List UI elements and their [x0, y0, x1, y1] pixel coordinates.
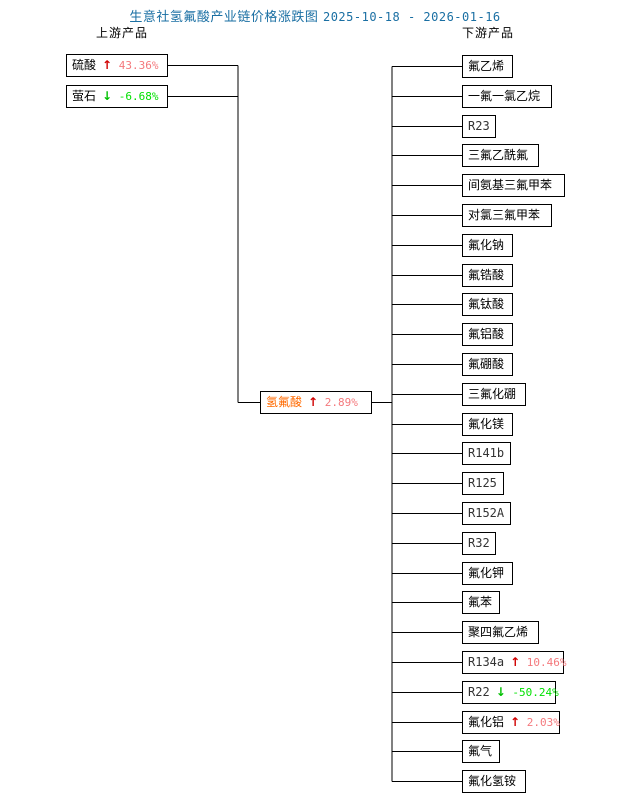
- downstream-node-10[interactable]: 氟铝酸: [462, 323, 513, 346]
- change-percent-text: -50.24%: [505, 686, 559, 699]
- downstream-node-9[interactable]: 氟钛酸: [462, 293, 513, 316]
- node-label: R152A: [468, 506, 505, 520]
- arrow-up-icon: ↑: [102, 58, 113, 72]
- node-label: 氟气: [468, 744, 493, 758]
- node-change-value: ↑ 2.03%: [510, 712, 560, 733]
- node-label: 氟乙烯: [468, 59, 505, 73]
- upstream-node-2[interactable]: 萤石 ↓ -6.68%: [66, 85, 168, 108]
- node-label: R32: [468, 536, 490, 550]
- change-percent-text: 10.46%: [520, 656, 567, 669]
- upstream-column-header: 上游产品: [96, 26, 149, 40]
- node-label: 硫酸: [72, 58, 97, 72]
- downstream-node-4[interactable]: 三氟乙酰氟: [462, 144, 539, 167]
- downstream-node-11[interactable]: 氟硼酸: [462, 353, 513, 376]
- title-date-range: 2025-10-18 - 2026-01-16: [322, 10, 501, 24]
- downstream-node-20[interactable]: 聚四氟乙烯: [462, 621, 539, 644]
- downstream-node-14[interactable]: R141b: [462, 442, 511, 465]
- downstream-node-2[interactable]: 一氟一氯乙烷: [462, 85, 552, 108]
- change-percent-text: 2.89%: [318, 396, 358, 409]
- arrow-up-icon: ↑: [308, 395, 319, 409]
- downstream-node-19[interactable]: 氟苯: [462, 591, 500, 614]
- node-label: 氟化氢铵: [468, 774, 517, 788]
- downstream-node-16[interactable]: R152A: [462, 502, 511, 525]
- node-label: 三氟乙酰氟: [468, 148, 529, 162]
- node-label: R22: [468, 685, 490, 699]
- title-text: 生意社氢氟酸产业链价格涨跌图: [129, 10, 319, 25]
- node-label: 氟钛酸: [468, 297, 505, 311]
- node-label: R141b: [468, 446, 505, 460]
- node-label: 氟锆酸: [468, 268, 505, 282]
- arrow-down-icon: ↓: [495, 685, 506, 699]
- node-label: 氟苯: [468, 595, 493, 609]
- downstream-column-header: 下游产品: [462, 26, 515, 40]
- downstream-node-8[interactable]: 氟锆酸: [462, 264, 513, 287]
- node-change-value: ↓ -6.68%: [102, 86, 158, 107]
- node-label: 萤石: [72, 89, 97, 103]
- node-label: 间氨基三氟甲苯: [468, 178, 553, 192]
- downstream-node-1[interactable]: 氟乙烯: [462, 55, 513, 78]
- downstream-node-12[interactable]: 三氟化硼: [462, 383, 526, 406]
- node-label: 对氯三氟甲苯: [468, 208, 541, 222]
- change-percent-text: 2.03%: [520, 716, 560, 729]
- node-label: 氟硼酸: [468, 357, 505, 371]
- page-title: 生意社氢氟酸产业链价格涨跌图 2025-10-18 - 2026-01-16: [0, 6, 630, 25]
- node-label: R125: [468, 476, 497, 490]
- node-change-value: ↑ 10.46%: [510, 652, 566, 673]
- downstream-node-5[interactable]: 间氨基三氟甲苯: [462, 174, 565, 197]
- node-label: 氢氟酸: [266, 395, 303, 409]
- arrow-down-icon: ↓: [102, 89, 113, 103]
- downstream-node-17[interactable]: R32: [462, 532, 496, 555]
- node-label: 一氟一氯乙烷: [468, 89, 541, 103]
- downstream-node-24[interactable]: 氟气: [462, 740, 500, 763]
- downstream-node-22[interactable]: R22 ↓ -50.24%: [462, 681, 559, 704]
- downstream-node-3[interactable]: R23: [462, 115, 496, 138]
- upstream-node-1[interactable]: 硫酸 ↑ 43.36%: [66, 54, 168, 77]
- downstream-node-15[interactable]: R125: [462, 472, 504, 495]
- node-label: 三氟化硼: [468, 387, 517, 401]
- node-label: 氟化铝: [468, 715, 505, 729]
- downstream-node-25[interactable]: 氟化氢铵: [462, 770, 526, 793]
- downstream-node-21[interactable]: R134a ↑ 10.46%: [462, 651, 567, 674]
- center-node-hydrofluoric-acid[interactable]: 氢氟酸 ↑ 2.89%: [260, 391, 372, 414]
- downstream-node-7[interactable]: 氟化钠: [462, 234, 513, 257]
- node-change-value: ↓ -50.24%: [496, 682, 559, 703]
- node-change-value: ↑ 2.89%: [308, 392, 358, 413]
- node-label: R134a: [468, 655, 505, 669]
- node-label: R23: [468, 119, 490, 133]
- node-change-value: ↑ 43.36%: [102, 55, 158, 76]
- node-label: 聚四氟乙烯: [468, 625, 529, 639]
- downstream-node-23[interactable]: 氟化铝 ↑ 2.03%: [462, 711, 560, 734]
- node-label: 氟铝酸: [468, 327, 505, 341]
- arrow-up-icon: ↑: [510, 715, 521, 729]
- change-percent-text: -6.68%: [112, 90, 159, 103]
- downstream-node-6[interactable]: 对氯三氟甲苯: [462, 204, 552, 227]
- node-label: 氟化钠: [468, 238, 505, 252]
- change-percent-text: 43.36%: [112, 59, 159, 72]
- downstream-node-13[interactable]: 氟化镁: [462, 413, 513, 436]
- downstream-node-18[interactable]: 氟化钾: [462, 562, 513, 585]
- node-label: 氟化钾: [468, 566, 505, 580]
- arrow-up-icon: ↑: [510, 655, 521, 669]
- node-label: 氟化镁: [468, 417, 505, 431]
